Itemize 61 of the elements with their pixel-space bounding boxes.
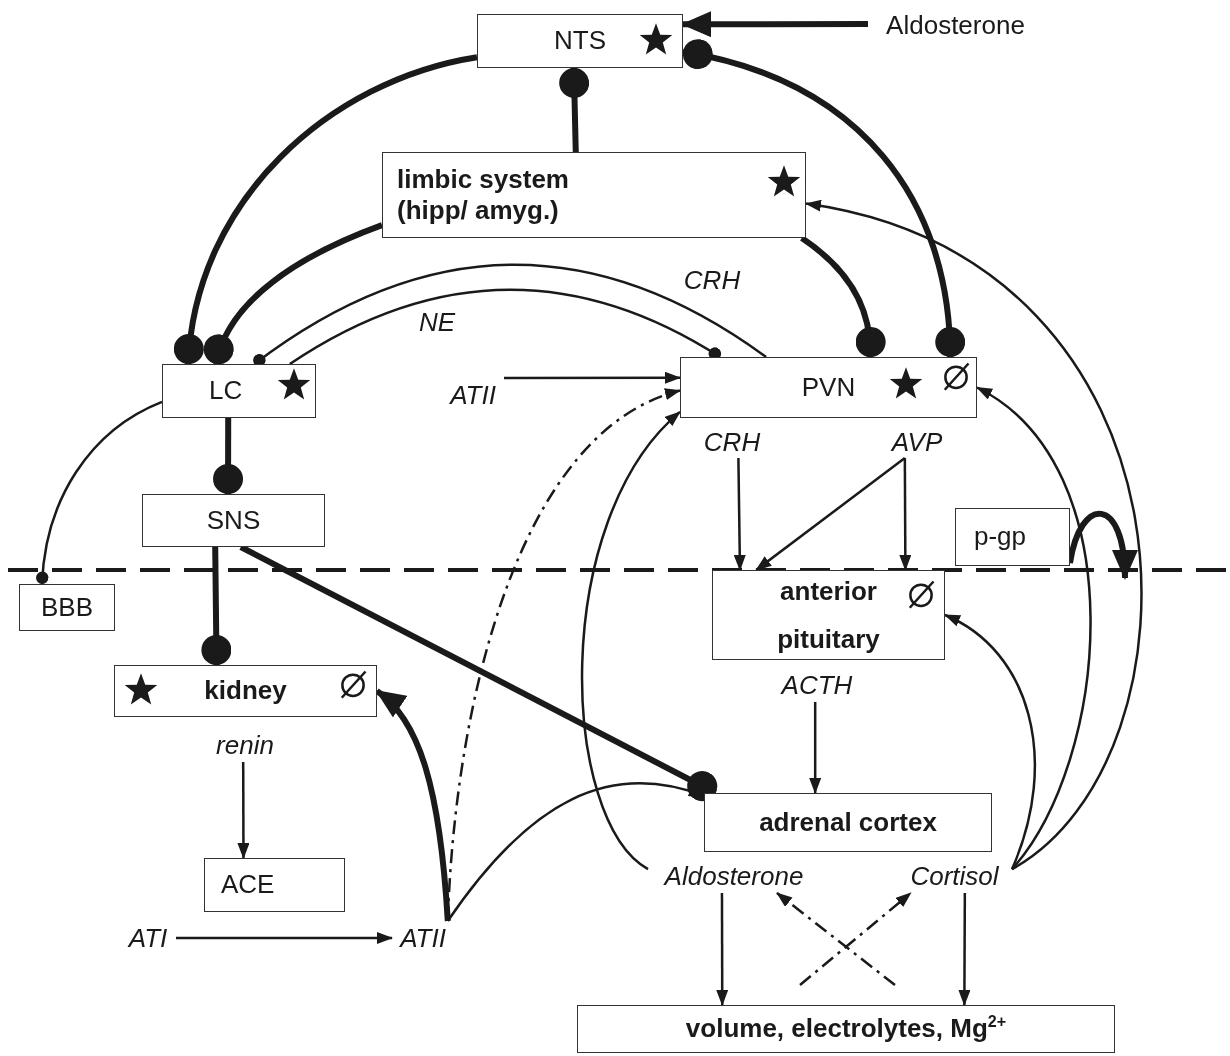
inhibition-connector — [201, 546, 232, 666]
node-box — [712, 570, 945, 660]
node-box — [19, 584, 115, 631]
arrow — [899, 458, 912, 571]
arrow — [237, 762, 250, 859]
inhibition-connector — [204, 222, 384, 365]
box-label: volume, electrolytes, Mg$^{2+}$ — [685, 1013, 1007, 1045]
arrow — [176, 932, 393, 944]
inhibition-connector — [174, 54, 478, 365]
box-label: LC — [209, 375, 243, 407]
term-label: ATI — [120, 921, 176, 955]
arrow — [716, 893, 729, 1006]
node-box — [162, 364, 316, 418]
node-box — [955, 508, 1070, 566]
term-label: ATII — [442, 378, 504, 412]
term-label: CRH — [700, 426, 764, 458]
box-label: SNS — [206, 504, 261, 537]
box-label: anterior pituitary — [776, 574, 881, 656]
node-box — [382, 152, 806, 238]
inhibition-connector — [682, 39, 965, 358]
arrow — [976, 386, 1092, 870]
arrow — [681, 11, 868, 38]
arrow — [504, 371, 681, 384]
node-box — [577, 1005, 1115, 1053]
dash-dot-arrow — [446, 389, 681, 922]
box-label: BBB — [41, 591, 93, 624]
term-label: Cortisol — [897, 859, 1012, 893]
term-label: AVP — [885, 426, 949, 458]
arrow — [733, 458, 746, 571]
term-label: Aldosterone — [648, 859, 820, 893]
dash-dot-arrow — [799, 892, 912, 986]
node-box — [704, 793, 992, 852]
box-label: kidney — [204, 675, 287, 707]
box-label: limbic system (hipp/ amyg.) — [397, 163, 570, 227]
arrow — [944, 613, 1036, 870]
term-label: renin — [200, 728, 290, 762]
node-box — [477, 14, 683, 68]
arrow — [755, 457, 906, 571]
inhibition-connector — [36, 400, 163, 585]
box-label: ACE — [221, 869, 275, 901]
dash-dot-arrow — [776, 892, 896, 986]
node-box — [114, 665, 377, 717]
term-label: Aldosterone — [868, 8, 1043, 42]
box-label: adrenal cortex — [759, 806, 937, 839]
term-label: ATII — [392, 921, 454, 955]
arrow — [958, 893, 971, 1006]
box-label: PVN — [801, 371, 856, 404]
term-label: ACTH — [772, 668, 862, 702]
arrow — [581, 411, 681, 871]
inhibition-connector — [559, 67, 590, 153]
inhibition-connector — [289, 288, 721, 366]
node-box — [680, 357, 977, 418]
arrow — [375, 688, 451, 922]
arrow — [805, 201, 1143, 871]
inhibition-connector — [213, 418, 244, 494]
arrow — [809, 702, 822, 794]
inhibition-connector — [800, 235, 886, 357]
box-label: p-gp — [974, 521, 1027, 553]
node-box — [142, 494, 325, 547]
box-label: NTS — [554, 25, 606, 57]
node-box — [204, 858, 345, 912]
